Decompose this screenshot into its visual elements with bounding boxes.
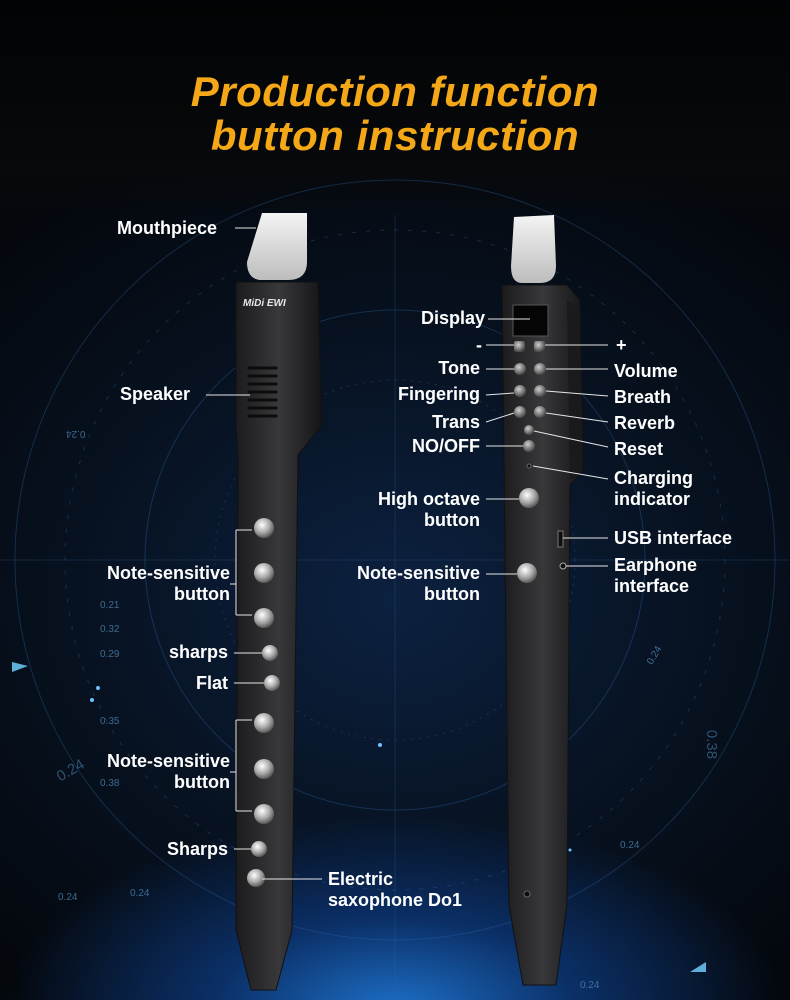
header-band bbox=[0, 0, 790, 215]
fingering-key[interactable] bbox=[514, 385, 526, 397]
label-line: button bbox=[424, 584, 480, 604]
note-sensitive-button[interactable] bbox=[254, 759, 274, 779]
bg-number: 0.21 bbox=[100, 600, 120, 611]
back-mouthpiece bbox=[511, 215, 556, 283]
label-reset: Reset bbox=[614, 439, 664, 459]
label-tone: Tone bbox=[438, 358, 480, 378]
label-speaker: Speaker bbox=[120, 384, 191, 404]
speaker-grille-icon bbox=[247, 366, 278, 418]
label-electric-saxophone-do1: Electric saxophone Do1 bbox=[328, 869, 462, 911]
usb-port-icon bbox=[557, 530, 564, 548]
label-trans: Trans bbox=[431, 412, 480, 432]
label-line: Earphone bbox=[614, 555, 698, 575]
label-flat: Flat bbox=[195, 673, 228, 693]
front-device bbox=[235, 213, 323, 991]
tone-key[interactable] bbox=[514, 363, 526, 375]
hud-marker-right bbox=[690, 962, 706, 972]
note-sensitive-button[interactable] bbox=[254, 518, 274, 538]
label-line: Charging bbox=[614, 468, 693, 488]
label-line: saxophone Do1 bbox=[328, 890, 463, 910]
do1-button[interactable] bbox=[247, 869, 265, 887]
minus-key[interactable] bbox=[514, 341, 525, 352]
label-usb-interface: USB interface bbox=[614, 528, 733, 548]
label-charging-indicator: Charging indicator bbox=[614, 468, 693, 510]
charging-indicator-led bbox=[526, 463, 532, 469]
plus-key[interactable] bbox=[534, 341, 545, 352]
bg-number: 0.24 bbox=[130, 888, 150, 899]
bottom-hole-icon bbox=[523, 890, 531, 898]
label-mouthpiece: Mouthpiece bbox=[117, 218, 218, 238]
page-title: Production function button instruction bbox=[0, 70, 790, 158]
bg-number: 0.35 bbox=[100, 716, 120, 727]
label-sharps-1: sharps bbox=[168, 642, 228, 662]
label-plus: + bbox=[616, 335, 627, 355]
label-breath: Breath bbox=[614, 387, 672, 407]
bg-number: 0.24 bbox=[620, 840, 640, 851]
label-line: button bbox=[424, 510, 480, 530]
bg-number: 0.32 bbox=[100, 624, 120, 635]
flat-button[interactable] bbox=[264, 675, 280, 691]
front-body bbox=[235, 281, 323, 991]
back-device bbox=[501, 215, 585, 986]
power-button[interactable] bbox=[523, 440, 535, 452]
label-line: High octave bbox=[377, 489, 480, 509]
title-line-1: Production function bbox=[190, 68, 600, 115]
note-sensitive-button[interactable] bbox=[254, 804, 274, 824]
label-note-sensitive-1: Note-sensitive button bbox=[80, 563, 230, 605]
label-line: interface bbox=[614, 576, 690, 596]
label-line: Electric bbox=[328, 869, 394, 889]
note-sensitive-button[interactable] bbox=[254, 713, 274, 733]
reset-key[interactable] bbox=[524, 425, 534, 435]
label-fingering: Fingering bbox=[398, 384, 480, 404]
bg-number: 0.24 bbox=[58, 892, 78, 903]
label-line: indicator bbox=[614, 489, 691, 509]
label-display: Display bbox=[420, 308, 485, 328]
high-octave-button[interactable] bbox=[519, 488, 539, 508]
device-logo: MiDi EWI bbox=[243, 298, 286, 309]
note-sensitive-button[interactable] bbox=[254, 608, 274, 628]
label-line: Note-sensitive bbox=[106, 751, 230, 771]
label-no-off: NO/OFF bbox=[412, 436, 480, 456]
label-reverb: Reverb bbox=[614, 413, 676, 433]
bg-number: 0.38 bbox=[100, 778, 120, 789]
hud-marker-left bbox=[12, 662, 28, 672]
reverb-key[interactable] bbox=[534, 406, 546, 418]
back-body bbox=[501, 284, 585, 986]
label-line: Note-sensitive bbox=[356, 563, 480, 583]
label-earphone-interface: Earphone interface bbox=[614, 555, 697, 597]
label-line: Note-sensitive bbox=[106, 563, 230, 583]
bg-number: 0.29 bbox=[100, 649, 120, 660]
note-sensitive-button[interactable] bbox=[517, 563, 537, 583]
bg-number: 0.24 bbox=[580, 980, 600, 991]
breath-key[interactable] bbox=[534, 385, 546, 397]
label-sharps-2: Sharps bbox=[166, 839, 228, 859]
sharps-button[interactable] bbox=[251, 841, 267, 857]
front-mouthpiece bbox=[247, 213, 307, 280]
sharps-button[interactable] bbox=[262, 645, 278, 661]
label-note-sensitive-2: Note-sensitive button bbox=[80, 751, 230, 793]
label-note-sensitive-back: Note-sensitive button bbox=[330, 563, 480, 605]
note-sensitive-button[interactable] bbox=[254, 563, 274, 583]
label-line: button bbox=[174, 584, 230, 604]
label-line: button bbox=[174, 772, 230, 792]
title-line-2: button instruction bbox=[210, 112, 580, 159]
label-volume: Volume bbox=[614, 361, 678, 381]
label-minus: - bbox=[476, 335, 482, 355]
label-high-octave: High octave button bbox=[340, 489, 480, 531]
volume-key[interactable] bbox=[534, 363, 546, 375]
display-screen bbox=[512, 304, 549, 337]
trans-key[interactable] bbox=[514, 406, 526, 418]
earphone-jack-icon bbox=[559, 562, 567, 570]
callout-lines bbox=[206, 227, 609, 880]
